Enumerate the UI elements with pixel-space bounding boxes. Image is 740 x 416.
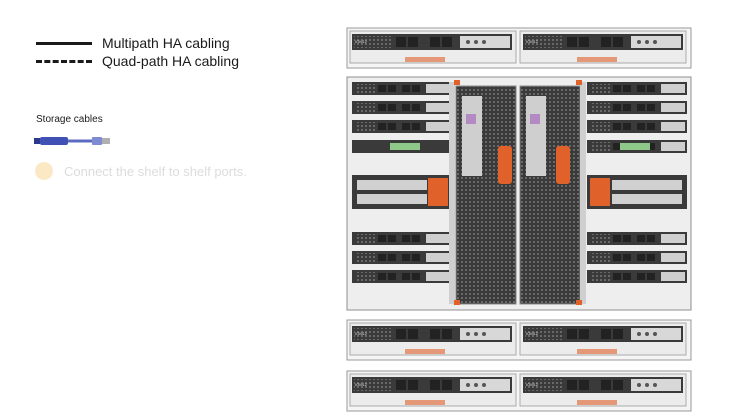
- step-text: Connect the shelf to shelf ports.: [64, 163, 247, 179]
- step-instruction: Connect the shelf to shelf ports.: [35, 162, 247, 180]
- module-label: IOM12: [526, 382, 539, 387]
- solid-line-icon: [36, 41, 92, 45]
- dashed-line-icon: [36, 59, 92, 63]
- module-label: IOM12: [355, 331, 368, 336]
- controller-chassis: [346, 76, 692, 311]
- legend-quadpath: Quad-path HA cabling: [36, 53, 239, 69]
- storage-cable-icon: [34, 137, 110, 145]
- module-label: IOM12: [355, 382, 368, 387]
- module-label: IOM12: [355, 39, 368, 44]
- storage-cables-label: Storage cables: [36, 114, 103, 125]
- legend-quadpath-label: Quad-path HA cabling: [102, 53, 239, 69]
- module-label: IOM12: [526, 39, 539, 44]
- disk-shelf-middle: IOM12 IOM12: [346, 319, 692, 361]
- disk-shelf-top: IOM12 IOM12: [346, 27, 692, 69]
- legend-multipath: Multipath HA cabling: [36, 35, 230, 51]
- step-indicator: [35, 162, 53, 180]
- legend-multipath-label: Multipath HA cabling: [102, 35, 230, 51]
- module-label: IOM12: [526, 331, 539, 336]
- disk-shelf-bottom: IOM12 IOM12: [346, 370, 692, 412]
